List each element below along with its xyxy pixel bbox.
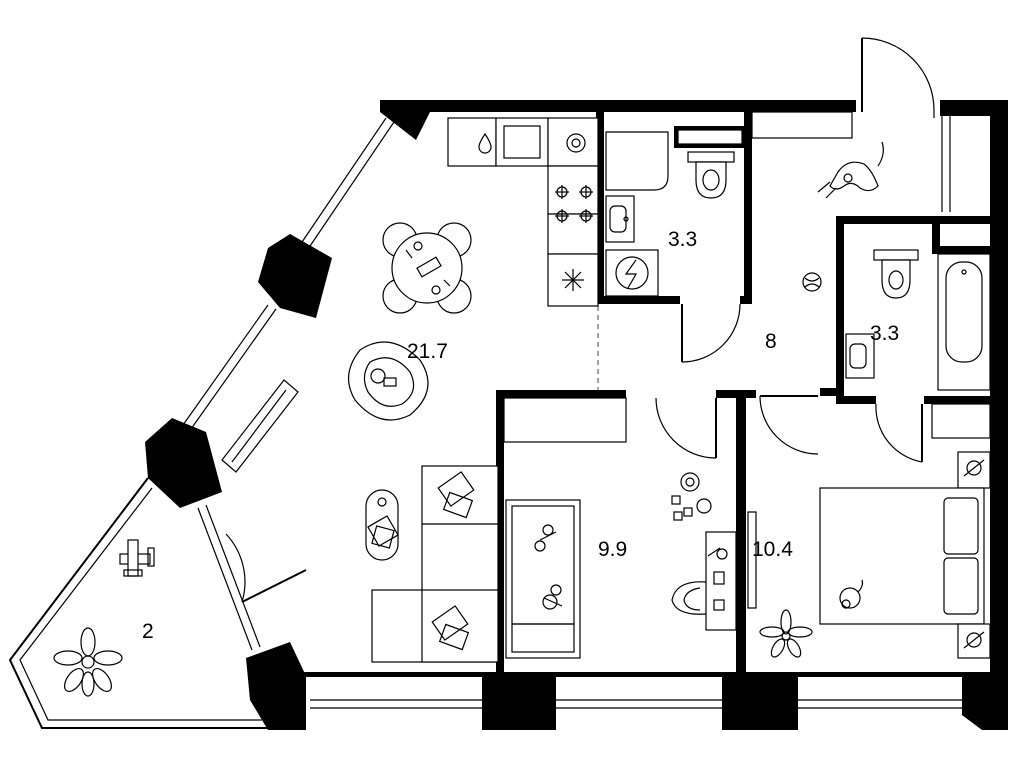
ball-icon	[802, 272, 822, 292]
coffee-table	[365, 489, 399, 561]
nightstand	[957, 623, 991, 659]
burner-icon	[555, 185, 593, 223]
room-area-bedroom-2: 10.4	[752, 538, 793, 561]
kitchen	[447, 117, 599, 307]
tableware-icon	[405, 241, 451, 295]
room-area-bedroom-1: 9.9	[598, 538, 627, 561]
washbasin	[605, 195, 635, 243]
room-area-bathroom-1: 3.3	[668, 228, 697, 251]
double-bed	[819, 487, 985, 625]
person-icon	[370, 368, 386, 384]
armchair	[348, 341, 429, 421]
room-area-hallway: 8	[765, 330, 777, 353]
interior-doors	[225, 303, 923, 603]
hallway-items	[751, 111, 884, 292]
toy-shelf	[671, 472, 712, 521]
bedroom-1-furniture	[503, 397, 737, 659]
bathroom-1-fixtures	[605, 131, 735, 297]
washing-machine	[605, 249, 659, 297]
bedroom-2-furniture	[747, 403, 991, 659]
shower-tray	[605, 131, 669, 191]
washbasin	[845, 333, 875, 379]
sofa	[371, 465, 499, 663]
walls	[145, 100, 1008, 730]
room-area-bathroom-2: 3.3	[870, 322, 899, 345]
single-bed	[505, 499, 581, 659]
windows	[182, 115, 965, 709]
electric-icon	[624, 259, 638, 289]
room-area-kitchen-living: 21.7	[407, 340, 448, 363]
balcony-outline	[8, 477, 268, 729]
plant-icon	[759, 609, 813, 658]
balcony-furniture	[53, 539, 155, 697]
water-icon	[478, 132, 492, 154]
utility-icon	[566, 133, 586, 153]
cushion-icon	[431, 471, 475, 651]
lamp-icon	[716, 548, 728, 560]
toy-icon	[534, 524, 563, 610]
dining-table	[382, 222, 472, 314]
plant-icon	[53, 627, 123, 697]
table-chair-icon	[119, 539, 155, 577]
room-area-balcony: 2	[142, 620, 154, 643]
nightstand	[957, 451, 991, 489]
wardrobe	[503, 397, 627, 443]
bathtub	[937, 253, 991, 391]
tv-panel	[747, 511, 757, 609]
tv-stand	[221, 379, 299, 473]
toilet	[881, 259, 911, 299]
stove-top	[547, 165, 599, 215]
wardrobe	[931, 403, 991, 439]
bathroom-2-fixtures	[845, 249, 991, 391]
toilet	[695, 161, 727, 199]
desk	[705, 531, 737, 631]
stove-bottom	[547, 213, 599, 255]
cat-icon	[839, 579, 864, 609]
entrance-door[interactable]	[861, 37, 935, 118]
counter-cell	[447, 117, 497, 167]
desk-chair	[671, 581, 707, 615]
snowflake-icon	[562, 269, 584, 291]
dog-icon	[817, 141, 884, 199]
